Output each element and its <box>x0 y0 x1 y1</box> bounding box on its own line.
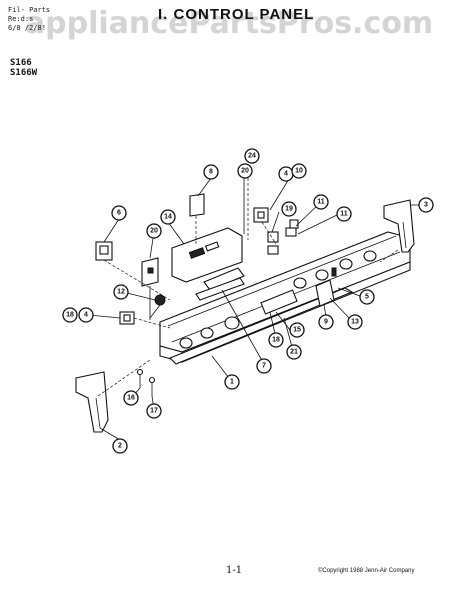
callout-21: 21 <box>286 344 302 360</box>
callout-9: 9 <box>318 314 334 330</box>
callout-15: 15 <box>289 322 305 338</box>
callout-20-left: 20 <box>146 223 162 239</box>
callout-11-b: 11 <box>336 206 352 222</box>
svg-text:18: 18 <box>66 312 74 319</box>
leader-lines <box>97 168 399 397</box>
svg-text:21: 21 <box>290 349 298 356</box>
svg-text:16: 16 <box>127 395 135 402</box>
mounting-bracket <box>141 257 159 320</box>
svg-text:17: 17 <box>150 408 158 415</box>
callout-7: 7 <box>256 358 272 374</box>
svg-text:8: 8 <box>209 169 213 176</box>
model-list: S166 S166W <box>10 58 37 78</box>
header-line-2: Re:d:s <box>8 15 34 23</box>
callout-14: 14 <box>160 209 176 225</box>
header-line-1: Fil‑ Parts <box>8 6 51 14</box>
rocker-switch <box>119 311 135 325</box>
svg-text:4: 4 <box>84 312 88 319</box>
callout-20-top: 20 <box>237 163 253 179</box>
svg-text:10: 10 <box>295 168 303 175</box>
callout-24: 24 <box>244 148 260 164</box>
callout-16: 16 <box>123 390 139 406</box>
callout-1: 1 <box>224 374 240 390</box>
svg-text:19: 19 <box>285 206 293 213</box>
svg-text:11: 11 <box>340 211 348 218</box>
svg-text:7: 7 <box>262 363 266 370</box>
page-number: 1-1 <box>226 565 243 576</box>
callout-18-left: 18 <box>62 307 78 323</box>
switch-top <box>253 207 269 223</box>
svg-text:20: 20 <box>241 168 249 175</box>
callout-3: 3 <box>418 197 434 213</box>
copyright-notice: ©Copyright 1988 Jenn-Air Company <box>318 568 415 574</box>
svg-text:5: 5 <box>365 294 369 301</box>
model-1: S166 <box>10 58 32 68</box>
switch-left <box>95 241 113 261</box>
svg-text:24: 24 <box>248 153 256 160</box>
svg-text:13: 13 <box>351 319 359 326</box>
control-panel-body <box>159 231 411 365</box>
indicator-light <box>149 294 166 319</box>
page-title: I. CONTROL PANEL <box>158 6 315 23</box>
display-glass <box>195 277 245 301</box>
panel-bracket <box>315 279 335 307</box>
svg-text:18: 18 <box>272 337 280 344</box>
svg-text:12: 12 <box>117 289 125 296</box>
svg-text:4: 4 <box>284 171 288 178</box>
callout-11-a: 11 <box>313 194 329 210</box>
callout-2: 2 <box>112 438 128 454</box>
callout-4-left: 4 <box>78 307 94 323</box>
svg-text:2: 2 <box>118 443 122 450</box>
callout-12: 12 <box>113 284 129 300</box>
svg-text:20: 20 <box>150 228 158 235</box>
callout-19: 19 <box>281 201 297 217</box>
callout-4-top: 4 <box>278 166 294 182</box>
callout-8: 8 <box>203 164 219 180</box>
svg-text:6: 6 <box>117 210 121 217</box>
indicator-switches <box>267 219 299 255</box>
left-end-cap <box>75 371 109 433</box>
callout-13: 13 <box>347 314 363 330</box>
right-end-cap <box>383 199 415 253</box>
callout-18-mid: 18 <box>268 332 284 348</box>
screws <box>136 368 156 396</box>
svg-text:15: 15 <box>293 327 301 334</box>
timer-module <box>171 227 245 291</box>
svg-text:3: 3 <box>424 202 428 209</box>
svg-text:11: 11 <box>317 199 325 206</box>
svg-text:14: 14 <box>164 214 172 221</box>
svg-text:9: 9 <box>324 319 328 326</box>
callout-5: 5 <box>359 289 375 305</box>
callout-17: 17 <box>146 403 162 419</box>
svg-text:1: 1 <box>230 379 234 386</box>
callout-10: 10 <box>291 163 307 179</box>
header-line-3: 6/8 /2/8! <box>8 24 46 32</box>
model-2: S166W <box>10 68 38 78</box>
callout-6: 6 <box>111 205 127 221</box>
element-block <box>189 193 205 217</box>
